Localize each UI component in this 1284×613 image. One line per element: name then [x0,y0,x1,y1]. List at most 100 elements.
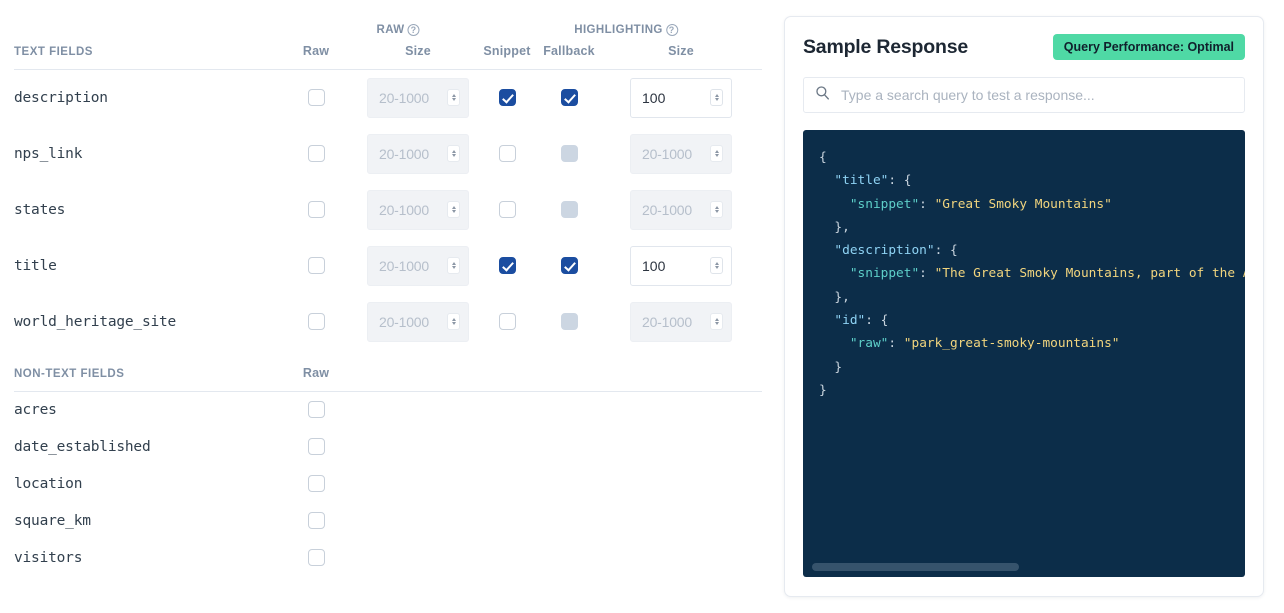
raw-cell [272,70,360,126]
search-bar[interactable] [803,77,1245,113]
status-badge[interactable]: Query Performance: Optimal [1052,34,1245,60]
raw-size-input-value: 20-1000 [379,89,429,106]
field-name: visitors [14,549,83,566]
highlight-size-input-value: 20-1000 [642,313,692,330]
empty-cell [476,502,538,539]
field-name: date_established [14,438,151,455]
field-name: nps_link [14,145,83,162]
highlight-size-cell: 100 [600,70,762,126]
highlight-size-input-value: 100 [642,257,666,274]
table-row: world_heritage_site 20-1000 20-1000 [14,294,762,350]
highlight-size-input: 20-1000 [630,189,732,230]
raw-size-input: 20-1000 [367,133,469,174]
table-row: acres [14,391,762,428]
raw-size-input-value: 20-1000 [379,201,429,218]
raw-cell [272,126,360,182]
snippet-cell [476,126,538,182]
raw-checkbox[interactable] [307,200,325,218]
group-header-highlighting-label: HIGHLIGHTING [574,24,663,36]
raw-size-cell: 20-1000 [360,70,476,126]
fallback-cell [538,70,600,126]
column-header-raw-nontext: Raw [302,365,330,380]
text-fields-table: TEXT FIELDS Raw Size Snippet Fallback Si… [14,44,762,350]
raw-cell [272,502,360,539]
highlight-size-cell: 100 [600,238,762,294]
snippet-cell [476,70,538,126]
highlight-size-cell: 20-1000 [600,294,762,350]
field-name: description [14,89,108,106]
raw-checkbox[interactable] [307,511,325,529]
table-row: date_established [14,428,762,465]
fields-configuration-pane: RAW ? HIGHLIGHTING ? TEXT FIELDS Raw Siz… [0,0,784,613]
card-header: Sample Response Query Performance: Optim… [803,34,1245,60]
empty-cell [538,539,600,576]
raw-size-input-stepper [447,201,460,218]
snippet-checkbox[interactable] [498,89,516,107]
highlight-size-input: 20-1000 [630,133,732,174]
highlight-size-input: 20-1000 [630,301,732,342]
raw-checkbox[interactable] [307,312,325,330]
raw-size-input-stepper [447,145,460,162]
snippet-cell [476,238,538,294]
raw-cell [272,238,360,294]
raw-checkbox[interactable] [307,474,325,492]
group-header-raw: RAW ? [376,24,420,36]
json-response-code: { "title": { "snippet": "Great Smoky Mou… [819,150,1245,398]
empty-cell [476,391,538,428]
highlight-size-input[interactable]: 100 [630,77,732,118]
empty-cell [538,391,600,428]
table-row: states 20-1000 20-1000 [14,182,762,238]
raw-checkbox[interactable] [307,89,325,107]
empty-cell [538,428,600,465]
snippet-cell [476,294,538,350]
field-name: world_heritage_site [14,313,177,330]
question-circle-icon[interactable]: ? [407,24,420,36]
raw-cell [272,182,360,238]
fallback-checkbox [560,312,578,330]
highlight-size-input-value: 20-1000 [642,145,692,162]
highlight-size-input-stepper[interactable] [710,257,723,274]
field-name: states [14,201,66,218]
fallback-cell [538,126,600,182]
table-row: square_km [14,502,762,539]
column-header-raw: Raw [302,44,330,58]
raw-size-input-value: 20-1000 [379,257,429,274]
raw-checkbox[interactable] [307,548,325,566]
field-name: square_km [14,512,91,529]
group-header-raw-label: RAW [376,24,405,36]
raw-cell [272,539,360,576]
highlight-size-input-value: 100 [642,89,666,106]
table-row: description 20-1000 100 [14,70,762,126]
question-circle-icon[interactable]: ? [665,24,678,36]
raw-size-input-stepper [447,257,460,274]
snippet-checkbox[interactable] [498,200,516,218]
raw-size-input: 20-1000 [367,301,469,342]
highlight-size-input-stepper[interactable] [710,89,723,107]
highlight-size-input[interactable]: 100 [630,245,732,286]
empty-cell [600,391,762,428]
raw-checkbox[interactable] [307,144,325,162]
raw-checkbox[interactable] [307,437,325,455]
fallback-cell [538,294,600,350]
snippet-checkbox[interactable] [498,312,516,330]
raw-size-input: 20-1000 [367,189,469,230]
search-input[interactable] [839,86,1233,104]
snippet-checkbox[interactable] [498,256,516,274]
raw-cell [272,428,360,465]
empty-cell [360,502,476,539]
raw-checkbox[interactable] [307,256,325,274]
snippet-checkbox[interactable] [498,144,516,162]
raw-checkbox[interactable] [307,401,325,419]
snippet-cell [476,182,538,238]
raw-size-cell: 20-1000 [360,238,476,294]
fallback-checkbox[interactable] [560,89,578,107]
raw-size-input-value: 20-1000 [379,313,429,330]
raw-size-cell: 20-1000 [360,182,476,238]
group-header-highlighting: HIGHLIGHTING ? [574,24,678,36]
fallback-checkbox[interactable] [560,256,578,274]
column-group-headers: RAW ? HIGHLIGHTING ? [14,0,762,44]
horizontal-scrollbar[interactable] [812,563,1019,571]
json-response-viewer[interactable]: { "title": { "snippet": "Great Smoky Mou… [803,130,1245,577]
